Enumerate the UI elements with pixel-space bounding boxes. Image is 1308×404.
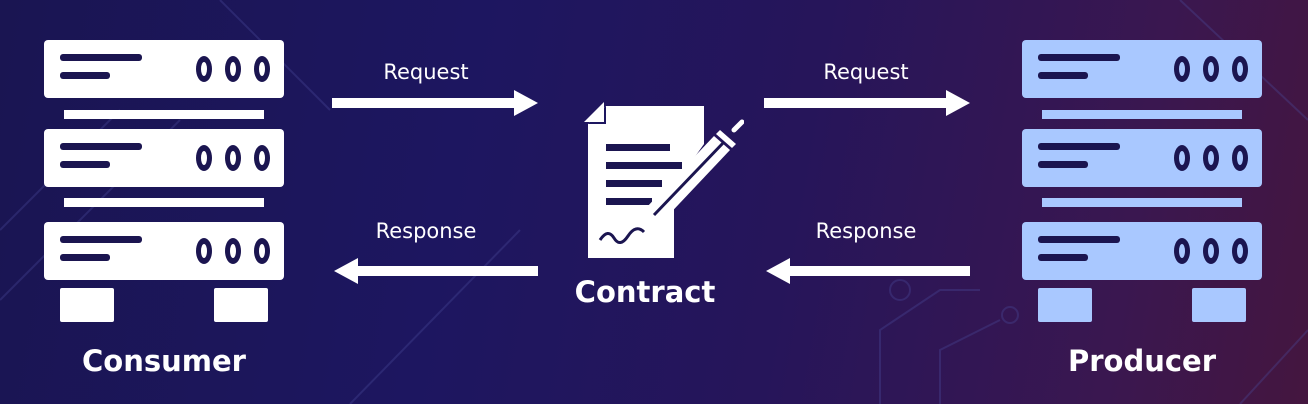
contract-node: [584, 100, 745, 266]
arrow-right-icon: [764, 90, 970, 116]
consumer-node: [44, 40, 284, 322]
arrow-left-icon: [334, 258, 538, 284]
consumer-request-label: Request: [383, 60, 469, 84]
server-rack-icon: [1022, 40, 1262, 322]
producer-request-arrow: [764, 88, 974, 118]
document-signing-icon: [584, 102, 745, 258]
producer-response-label: Response: [815, 219, 917, 243]
arrow-right-icon: [332, 90, 538, 116]
consumer-response-label: Response: [375, 219, 477, 243]
producer-label: Producer: [1067, 344, 1217, 378]
server-rack-icon: [44, 40, 284, 322]
consumer-label: Consumer: [82, 344, 246, 378]
consumer-request-arrow: [332, 88, 542, 118]
contract-label: Contract: [574, 275, 716, 309]
arrow-left-icon: [766, 258, 970, 284]
producer-request-label: Request: [823, 60, 909, 84]
consumer-response-arrow: [332, 256, 542, 286]
producer-node: [1022, 40, 1262, 322]
producer-response-arrow: [764, 256, 974, 286]
